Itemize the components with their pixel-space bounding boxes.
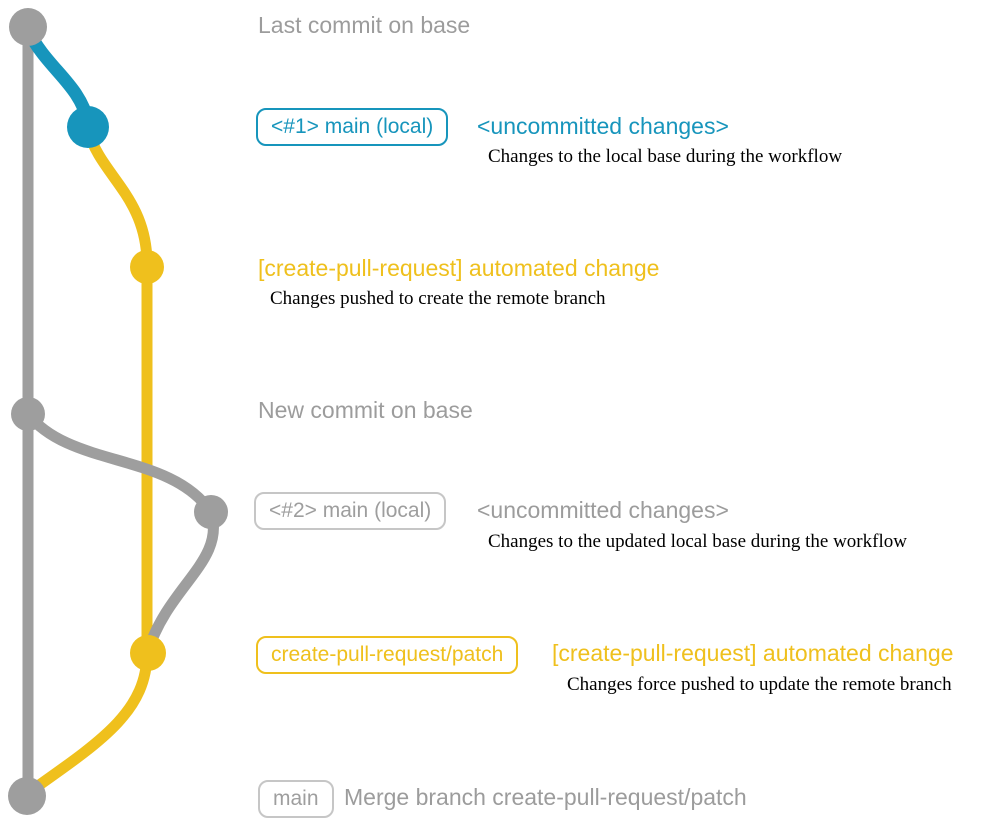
title-merge-branch: Merge branch create-pull-request/patch xyxy=(344,784,747,810)
commit-dot-new-commit-on-base xyxy=(11,397,45,431)
branch-label-main-local-1: <#1> main (local) xyxy=(256,108,449,146)
desc-updated-local-base-changes: Changes to the updated local base during… xyxy=(488,531,907,552)
branch-label-main-local-2: <#2> main (local) xyxy=(254,492,447,530)
desc-force-push-update-remote-branch: Changes force pushed to update the remot… xyxy=(567,674,952,695)
branch-curve-main-local-2 xyxy=(23,410,219,650)
title-automated-change-1: [create-pull-request] automated change xyxy=(258,255,660,281)
desc-local-base-changes: Changes to the local base during the wor… xyxy=(488,146,843,167)
commit-dot-create-pull-request-1 xyxy=(130,250,164,284)
title-uncommitted-changes-1: <uncommitted changes> xyxy=(477,113,729,139)
branch-label-create-pull-request-patch: create-pull-request/patch xyxy=(256,636,519,674)
commit-dot-main-local-2 xyxy=(194,495,228,529)
commit-dot-last-commit-on-base xyxy=(9,8,47,46)
commit-dot-create-pull-request-2 xyxy=(130,635,166,671)
commit-dot-merge-on-base xyxy=(8,777,46,815)
git-graph xyxy=(8,8,228,815)
title-automated-change-2: [create-pull-request] automated change xyxy=(552,640,954,666)
branch-label-main: main xyxy=(258,780,334,818)
desc-push-create-remote-branch: Changes pushed to create the remote bran… xyxy=(270,288,606,309)
commit-dot-main-local-1 xyxy=(67,106,109,148)
title-uncommitted-changes-2: <uncommitted changes> xyxy=(477,497,729,523)
heading-new-commit-on-base: New commit on base xyxy=(258,397,473,423)
heading-last-commit-on-base: Last commit on base xyxy=(258,12,471,38)
